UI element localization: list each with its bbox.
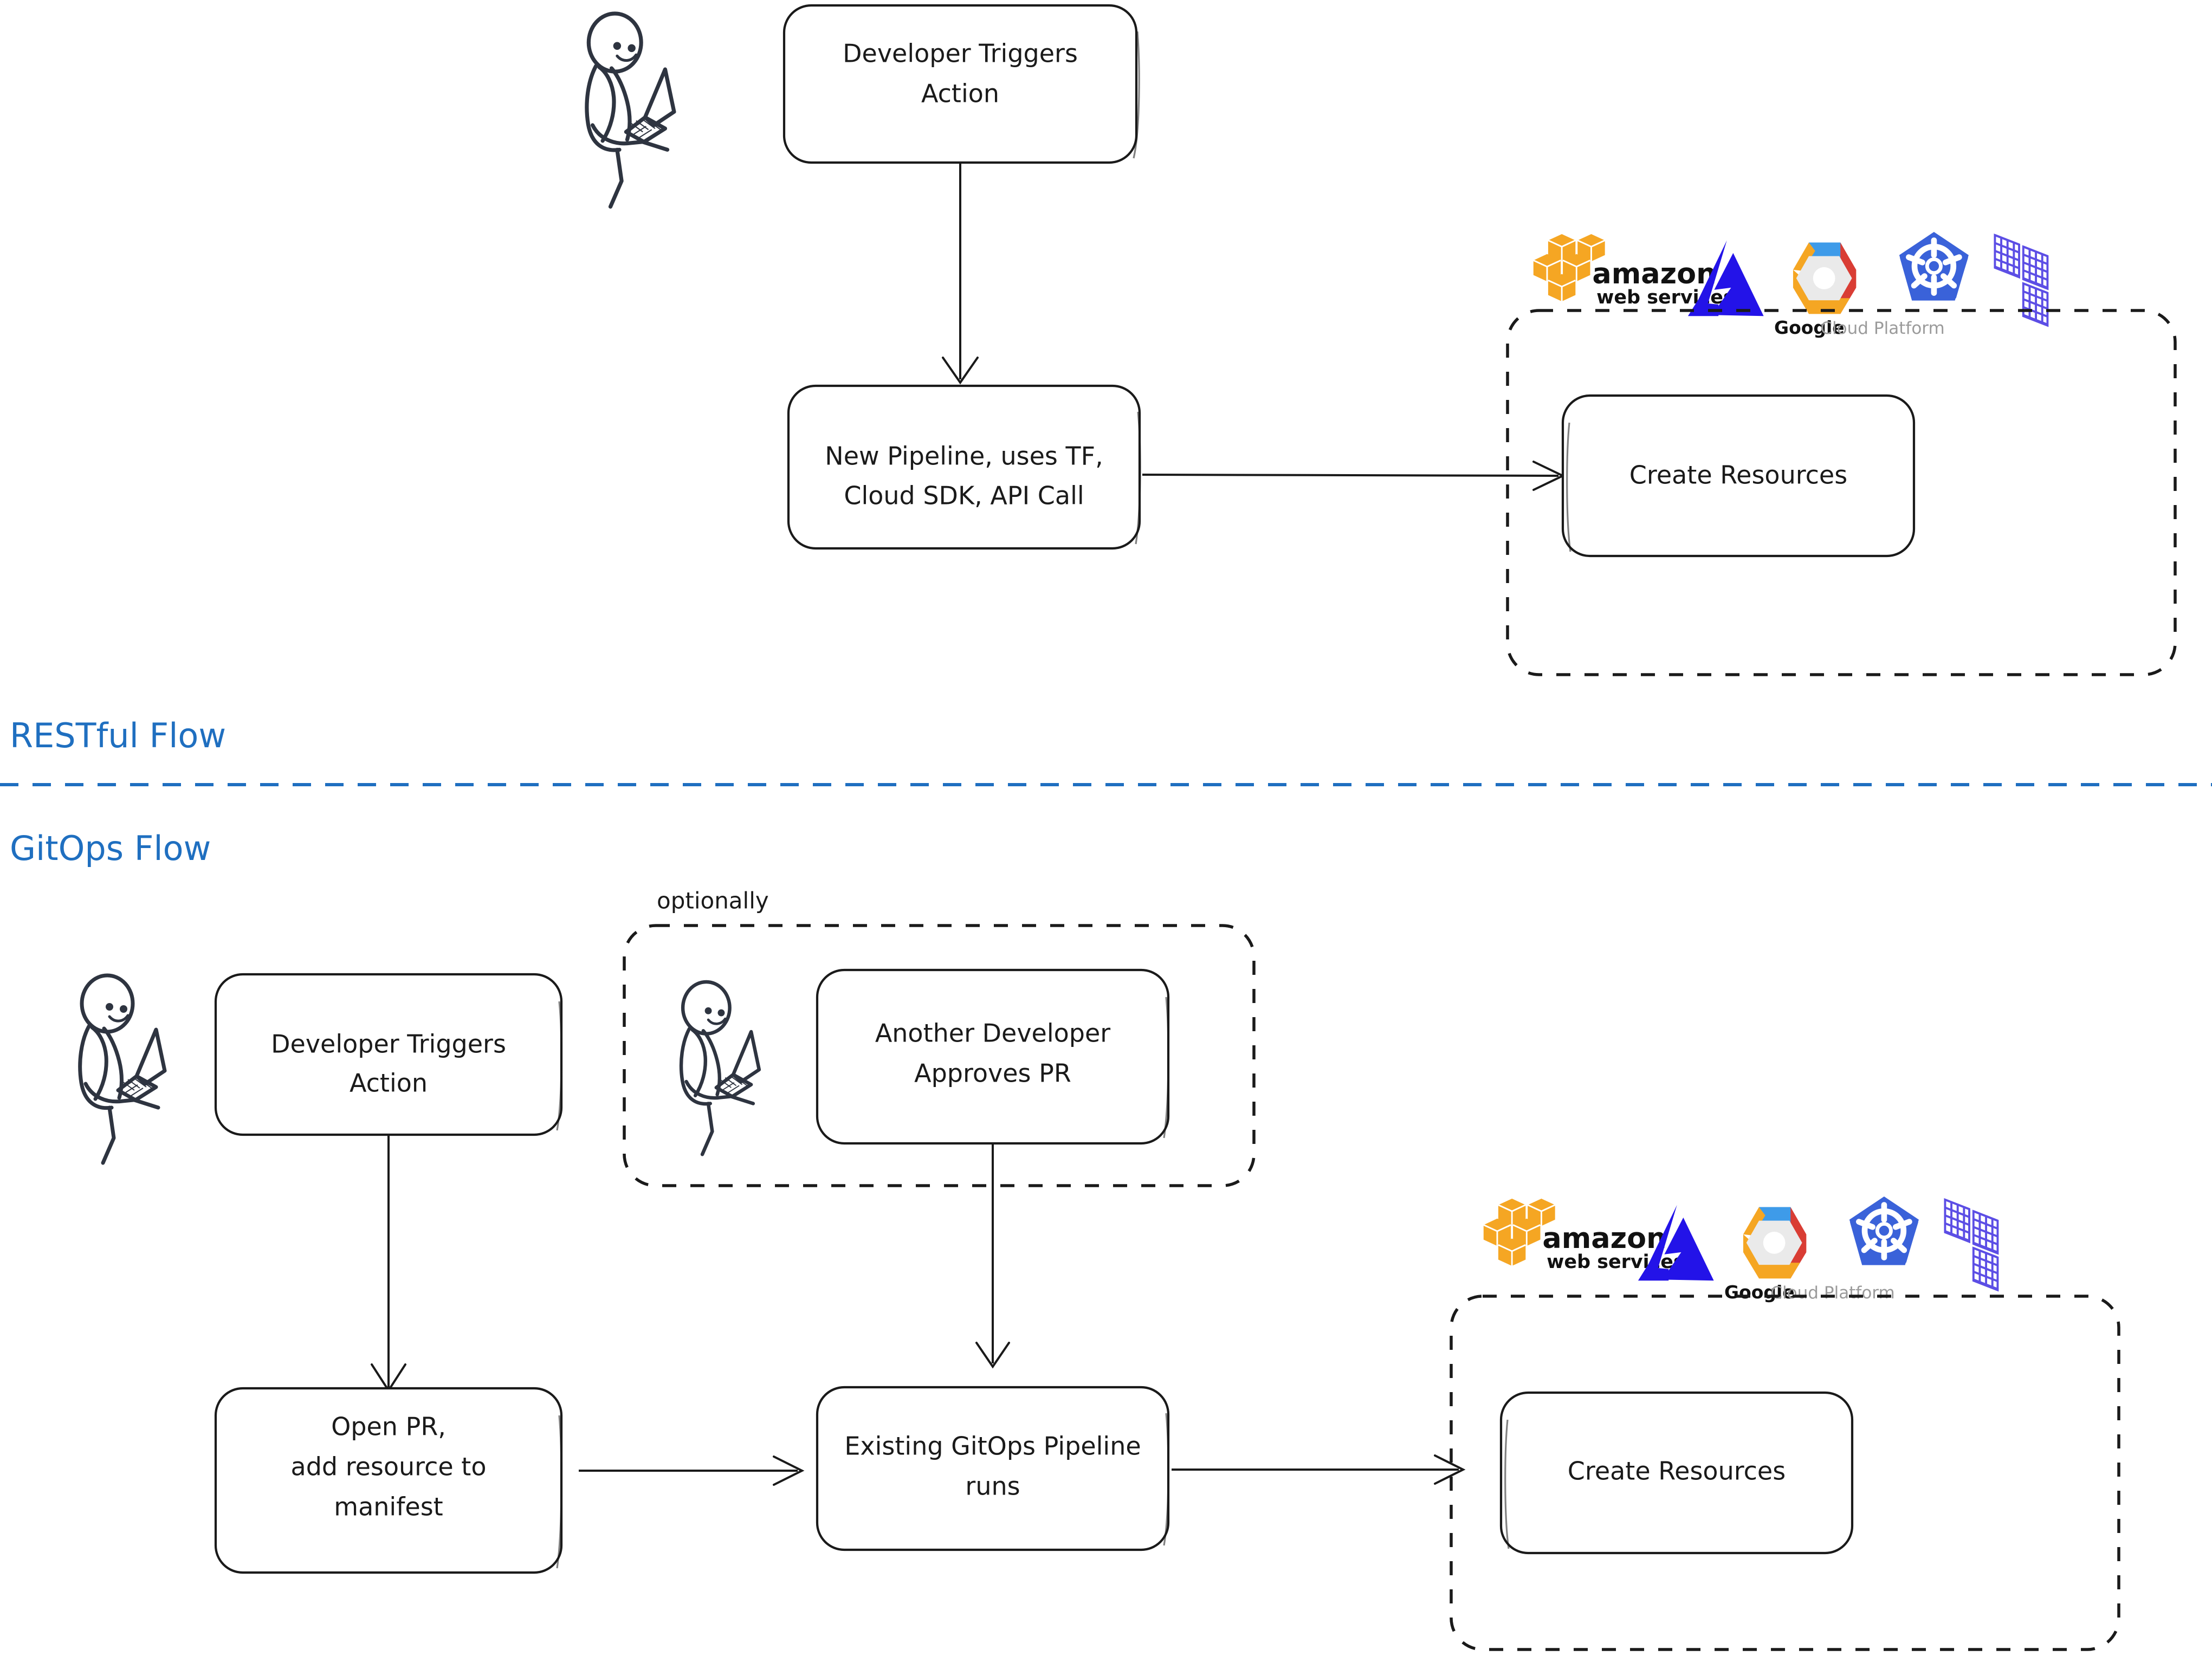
- node-label: Open PR,: [331, 1412, 446, 1441]
- node-create-resources-gitops[interactable]: Create Resources: [1499, 1391, 1854, 1555]
- node-label: runs: [965, 1472, 1020, 1501]
- developer-figure-restful: [587, 14, 674, 206]
- approver-figure-gitops: [681, 982, 759, 1154]
- edge-existing-pipeline-to-create-resources: [1172, 1454, 1466, 1485]
- node-label: Approves PR: [914, 1059, 1071, 1088]
- node-label: Another Developer: [875, 1019, 1110, 1048]
- edge-pipeline-to-create-resources-restful: [1142, 461, 1566, 491]
- node-label: Developer Triggers: [271, 1030, 506, 1059]
- optional-approval-group: [623, 924, 1256, 1187]
- node-open-pr[interactable]: Open PR, add resource to manifest: [214, 1387, 563, 1574]
- node-label: Developer Triggers: [843, 39, 1078, 68]
- node-create-resources-restful[interactable]: Create Resources: [1561, 394, 1916, 558]
- edge-triggers-to-pipeline: [942, 164, 979, 385]
- edge-open-pr-to-existing-pipeline: [579, 1456, 805, 1486]
- node-label: manifest: [334, 1492, 443, 1522]
- cloud-logo-row-restful: [1534, 232, 2048, 338]
- edge-approves-pr-to-existing-pipeline: [975, 1144, 1010, 1369]
- node-developer-triggers-action-gitops[interactable]: Developer Triggers Action: [214, 973, 563, 1136]
- section-title-gitops: GitOps Flow: [10, 829, 211, 868]
- node-another-developer-approves-pr[interactable]: Another Developer Approves PR: [816, 968, 1170, 1145]
- node-label: Action: [921, 79, 999, 108]
- edge-triggers-to-open-pr: [371, 1136, 406, 1393]
- developer-figure-gitops: [80, 975, 165, 1163]
- node-label: Action: [350, 1069, 428, 1098]
- node-label: Create Resources: [1629, 461, 1847, 490]
- cloud-logo-row-gitops: [1484, 1196, 1998, 1303]
- node-label: New Pipeline, uses TF,: [825, 442, 1103, 471]
- node-new-pipeline-restful[interactable]: New Pipeline, uses TF, Cloud SDK, API Ca…: [787, 384, 1141, 550]
- node-label: Existing GitOps Pipeline: [844, 1432, 1141, 1461]
- cloud-group-restful: [1506, 309, 2177, 676]
- node-label: Create Resources: [1568, 1457, 1786, 1486]
- annotation-optionally: optionally: [657, 888, 769, 914]
- cloud-group-gitops: [1450, 1295, 2120, 1651]
- section-title-restful: RESTful Flow: [10, 716, 226, 755]
- node-label: Cloud SDK, API Call: [844, 481, 1084, 510]
- node-label: add resource to: [291, 1452, 487, 1482]
- node-existing-gitops-pipeline[interactable]: Existing GitOps Pipeline runs: [816, 1386, 1170, 1551]
- node-developer-triggers-action-restful[interactable]: Developer Triggers Action: [782, 4, 1140, 164]
